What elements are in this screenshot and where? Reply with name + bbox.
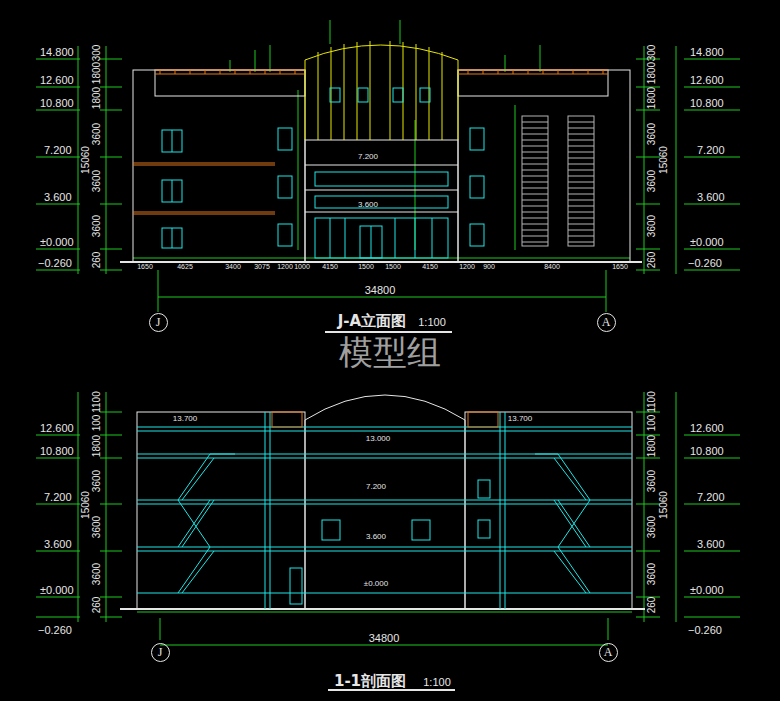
dimension: 100 bbox=[92, 415, 102, 432]
elevation-mark: 10.800 bbox=[690, 98, 724, 109]
dimension: 4150 bbox=[322, 263, 338, 270]
dimension: 260 bbox=[92, 252, 102, 269]
elevation-mark: 7.200 bbox=[44, 145, 72, 156]
elevation-mark: −0.260 bbox=[38, 258, 72, 269]
dimension: 3600 bbox=[647, 215, 657, 237]
dimension: 260 bbox=[647, 252, 657, 269]
dimension: 34800 bbox=[369, 633, 400, 644]
axis-circle: J bbox=[151, 643, 170, 662]
dimension: 3400 bbox=[225, 263, 241, 270]
dimension: 4150 bbox=[422, 263, 438, 270]
dimension: 1100 bbox=[92, 391, 102, 413]
dimension: 15060 bbox=[81, 146, 91, 174]
elevation-mark: ±0.000 bbox=[40, 237, 74, 248]
dimension: 1200 bbox=[459, 263, 475, 270]
dimension: 1500 bbox=[385, 263, 401, 270]
dimension: 1500 bbox=[358, 263, 374, 270]
elevation-mark: 10.800 bbox=[40, 98, 74, 109]
scale: 1:100 bbox=[418, 317, 446, 328]
level-note: 13.700 bbox=[508, 415, 532, 423]
elevation-mark: 3.600 bbox=[697, 539, 725, 550]
dimension: 1800 bbox=[647, 87, 657, 109]
dimension: 260 bbox=[647, 597, 657, 614]
dimension: 1800 bbox=[92, 435, 102, 457]
dimension: 1800 bbox=[647, 62, 657, 84]
elevation-mark: ±0.000 bbox=[690, 237, 724, 248]
elevation-mark: ±0.000 bbox=[690, 585, 724, 596]
level-note: 7.200 bbox=[358, 153, 378, 161]
dimension: 3600 bbox=[92, 170, 102, 192]
dimension: 3600 bbox=[647, 123, 657, 145]
elevation-mark: ±0.000 bbox=[40, 585, 74, 596]
elevation-mark: 7.200 bbox=[44, 492, 72, 503]
dimension: 15060 bbox=[659, 491, 669, 519]
axis-label: A bbox=[602, 316, 611, 328]
elevation-mark: 14.800 bbox=[40, 47, 74, 58]
dimension: 3600 bbox=[647, 563, 657, 585]
axis-circle: A bbox=[597, 313, 616, 332]
dimension: 3075 bbox=[254, 263, 270, 270]
elevation-mark: 12.600 bbox=[690, 75, 724, 86]
level-note: 7.200 bbox=[366, 483, 386, 491]
elevation-mark: 10.800 bbox=[690, 446, 724, 457]
dimension: 3600 bbox=[647, 170, 657, 192]
elevation-mark: 3.600 bbox=[44, 192, 72, 203]
dimension: 3600 bbox=[92, 215, 102, 237]
drawing-title: 1-1剖面图 bbox=[334, 674, 406, 689]
dimension: 3600 bbox=[92, 563, 102, 585]
dimension: 300 bbox=[92, 45, 102, 62]
elevation-mark: 3.600 bbox=[697, 192, 725, 203]
dimension: 15060 bbox=[81, 491, 91, 519]
elevation-mark: 14.800 bbox=[690, 47, 724, 58]
elevation-mark: 10.800 bbox=[40, 446, 74, 457]
dimension: 3600 bbox=[92, 470, 102, 492]
dimension: 1800 bbox=[92, 87, 102, 109]
drawing-title: J-A立面图 bbox=[338, 314, 406, 329]
dimension: 100 bbox=[647, 415, 657, 432]
dimension: 900 bbox=[483, 263, 495, 270]
dimension: 1800 bbox=[647, 435, 657, 457]
watermark: 模型组 bbox=[339, 335, 441, 369]
dimension: 3600 bbox=[647, 470, 657, 492]
level-note: 13.700 bbox=[173, 415, 197, 423]
dimension: 260 bbox=[92, 597, 102, 614]
elevation-mark: 3.600 bbox=[44, 539, 72, 550]
dimension: 300 bbox=[647, 45, 657, 62]
axis-label: J bbox=[158, 646, 163, 658]
scale: 1:100 bbox=[423, 677, 451, 688]
dimension: 3600 bbox=[92, 123, 102, 145]
level-note: 13.000 bbox=[366, 435, 390, 443]
dimension: 4625 bbox=[177, 263, 193, 270]
dimension: 15060 bbox=[659, 146, 669, 174]
level-note: 3.600 bbox=[358, 201, 378, 209]
elevation-mark: 12.600 bbox=[40, 423, 74, 434]
dimension: 1200 bbox=[277, 263, 293, 270]
elevation-mark: −0.260 bbox=[38, 625, 72, 636]
elevation-mark: 7.200 bbox=[697, 492, 725, 503]
elevation-mark: −0.260 bbox=[688, 625, 722, 636]
elevation-mark: 7.200 bbox=[697, 145, 725, 156]
level-note: 3.600 bbox=[366, 533, 386, 541]
elevation-mark: 12.600 bbox=[690, 423, 724, 434]
dimension: 1650 bbox=[137, 263, 153, 270]
dimension: 8400 bbox=[544, 263, 560, 270]
axis-circle: A bbox=[599, 643, 618, 662]
axis-circle: J bbox=[149, 313, 168, 332]
elevation-mark: −0.260 bbox=[688, 258, 722, 269]
axis-label: A bbox=[604, 646, 613, 658]
dimension: 3600 bbox=[92, 516, 102, 538]
dimension: 3600 bbox=[647, 516, 657, 538]
axis-label: J bbox=[156, 316, 161, 328]
dimension: 1100 bbox=[647, 391, 657, 413]
dimension: 1000 bbox=[294, 263, 310, 270]
dimension: 1800 bbox=[92, 62, 102, 84]
dimension: 1650 bbox=[612, 263, 628, 270]
level-note: ±0.000 bbox=[364, 580, 388, 588]
dimension: 34800 bbox=[365, 285, 396, 296]
elevation-mark: 12.600 bbox=[40, 75, 74, 86]
